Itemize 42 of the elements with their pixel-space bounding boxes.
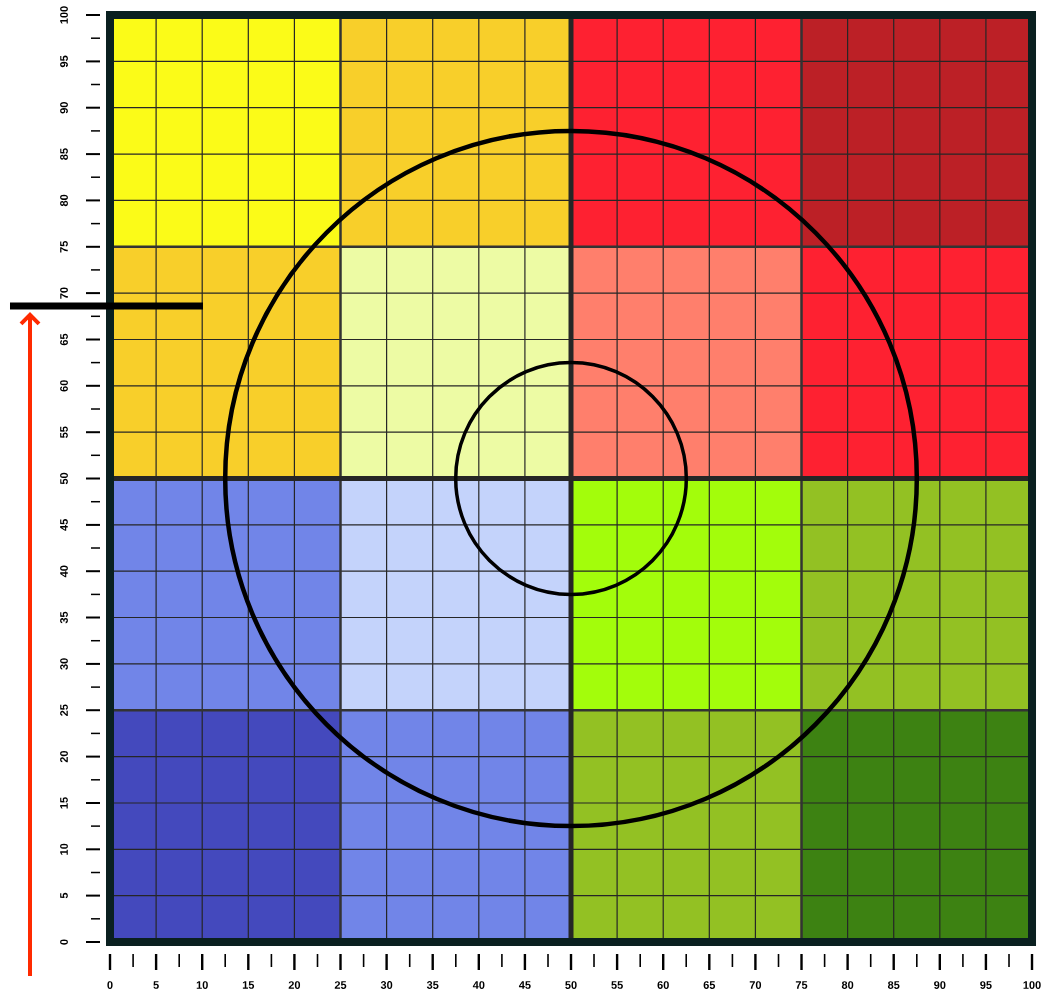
tick-label: 90 (934, 981, 946, 989)
tick-label: 100 (1023, 981, 1041, 989)
tick-label: 45 (518, 981, 531, 989)
tick-label: 0 (60, 939, 68, 945)
tick-label: 100 (60, 6, 68, 24)
tick-label: 30 (60, 658, 68, 670)
tick-label: 95 (980, 981, 992, 989)
tick-label: 40 (60, 565, 68, 578)
tick-label: 55 (611, 981, 623, 989)
tick-label: 85 (887, 981, 900, 989)
tick-label: 95 (60, 55, 68, 68)
tick-label: 65 (703, 981, 716, 989)
tick-label: 60 (657, 981, 669, 989)
tick-label: 10 (196, 981, 208, 989)
tick-label: 75 (60, 241, 68, 253)
tick-label: 40 (472, 981, 485, 989)
tick-label: 65 (60, 333, 68, 346)
tick-label: 15 (242, 981, 255, 989)
tick-label: 50 (565, 981, 577, 989)
tick-label: 30 (380, 981, 393, 989)
tick-label: 10 (60, 843, 68, 855)
tick-label: 35 (426, 981, 439, 989)
tick-label: 45 (60, 519, 68, 531)
tick-label: 25 (334, 981, 347, 989)
tick-label: 75 (795, 981, 808, 989)
tick-label: 60 (60, 380, 68, 392)
tick-label: 35 (60, 611, 68, 624)
tick-label: 20 (288, 981, 301, 989)
tick-label: 25 (60, 704, 68, 716)
tick-label: 50 (60, 472, 68, 485)
tick-label: 70 (60, 287, 68, 299)
tick-label: 80 (841, 981, 854, 989)
tick-label: 20 (60, 750, 68, 763)
tick-label: 0 (107, 981, 113, 989)
tick-label: 5 (60, 892, 68, 899)
tick-label: 90 (60, 102, 68, 114)
tick-label: 5 (153, 981, 159, 989)
tick-label: 85 (60, 148, 68, 160)
tick-label: 15 (60, 797, 68, 809)
tick-label: 80 (60, 194, 68, 207)
tick-label: 55 (60, 426, 68, 438)
tick-label: 70 (749, 981, 762, 989)
